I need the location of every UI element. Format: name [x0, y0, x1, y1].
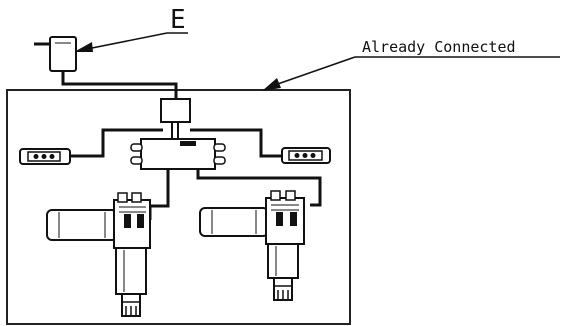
junction-box: [160, 98, 191, 123]
callout-connected-label: Already Connected: [362, 38, 516, 56]
handset-left: [19, 148, 71, 165]
callout-already-connected: Already Connected: [262, 38, 560, 91]
handset-right-button: [294, 153, 300, 158]
callout-e: E: [74, 5, 188, 52]
handset-right-button: [302, 153, 308, 158]
callout-e-label: E: [170, 5, 186, 35]
control-box-port-top: [180, 141, 196, 146]
actuator-motor-right: [199, 190, 305, 301]
control-box-body: [140, 138, 216, 170]
handset-right-button: [310, 153, 316, 158]
control-box-connectors-right: [213, 143, 226, 165]
motor-left-tube: [115, 247, 147, 295]
motor-left-housing: [46, 209, 118, 241]
callout-e-arrowhead: [74, 42, 93, 52]
handset-left-button: [41, 154, 47, 159]
junction-box-body: [160, 98, 191, 123]
handset-left-button: [49, 154, 55, 159]
cable-motor-right: [196, 169, 322, 207]
callout-e-leader: [81, 32, 168, 51]
cable-handset-right: [190, 128, 283, 158]
motor-right-gearbox: [265, 197, 305, 245]
adapter-body: [49, 36, 77, 72]
control-box: [130, 138, 226, 170]
motor-right-housing: [199, 207, 269, 237]
control-box-connectors-left: [130, 143, 143, 165]
power-adapter: [34, 36, 77, 72]
handset-left-button: [33, 154, 39, 159]
actuator-motor-left: [46, 192, 151, 317]
callout-connected-leader: [271, 56, 356, 87]
cable-handset-left: [70, 128, 163, 158]
motor-right-tube: [267, 243, 299, 279]
cable-motor-left: [148, 169, 170, 220]
cable-adapter-junction: [61, 71, 178, 99]
mounting-frame: [6, 89, 351, 325]
handset-right: [281, 147, 331, 164]
callout-connected-arrowhead: [262, 78, 281, 91]
